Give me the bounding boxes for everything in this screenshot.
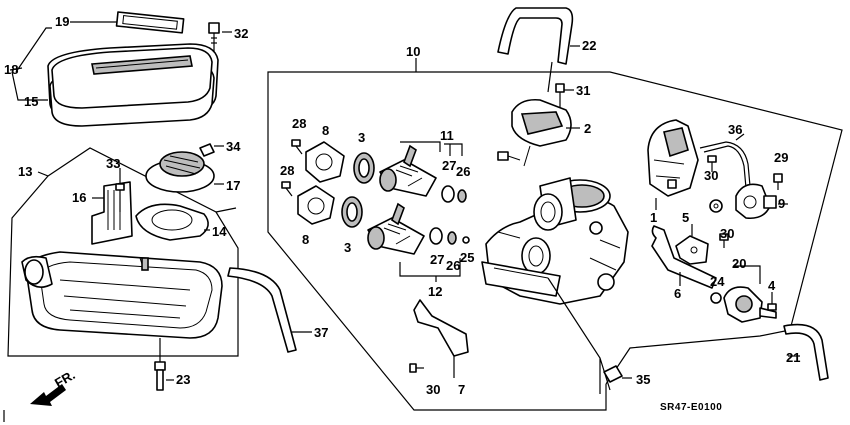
callout-9: 9 [778, 196, 785, 211]
callout-35: 35 [636, 372, 650, 387]
callout-22: 22 [582, 38, 596, 53]
callout-8b: 8 [302, 232, 309, 247]
callout-29: 29 [774, 150, 788, 165]
callout-23: 23 [176, 372, 190, 387]
diagram-code: SR47-E0100 [660, 402, 722, 413]
callout-10: 10 [406, 44, 420, 59]
callout-18: 18 [4, 62, 18, 77]
callout-21: 21 [786, 350, 800, 365]
callout-24: 24 [710, 274, 725, 289]
callout-7: 7 [458, 382, 465, 397]
callout-31: 31 [576, 83, 590, 98]
callout-30b: 30 [704, 168, 718, 183]
callout-5: 5 [682, 210, 689, 225]
air-cleaner-case [7, 143, 312, 391]
callout-20: 20 [732, 256, 746, 271]
callout-36: 36 [728, 122, 742, 137]
callout-26a: 26 [456, 164, 470, 179]
callout-28b: 28 [280, 163, 294, 178]
callout-27b: 27 [430, 252, 444, 267]
callout-32: 32 [234, 26, 248, 41]
callout-37: 37 [314, 325, 328, 340]
callout-8a: 8 [322, 123, 329, 138]
callout-30a: 30 [426, 382, 440, 397]
callout-1: 1 [650, 210, 657, 225]
callout-33: 33 [106, 156, 120, 171]
callout-15: 15 [24, 94, 38, 109]
callout-26b: 26 [446, 258, 460, 273]
callout-27a: 27 [442, 158, 456, 173]
callout-2: 2 [584, 121, 591, 136]
front-direction-arrow: FR. [30, 367, 78, 406]
callout-labels: 19 32 18 15 13 34 33 17 16 14 37 23 10 2… [4, 14, 800, 397]
callout-13: 13 [18, 164, 32, 179]
air-cleaner-cover [9, 11, 232, 127]
front-label: FR. [52, 367, 78, 390]
throttle-body-assembly [267, 7, 843, 411]
callout-3a: 3 [358, 130, 365, 145]
sensor-group [647, 119, 829, 381]
callout-34: 34 [226, 139, 241, 154]
callout-30c: 30 [720, 226, 734, 241]
callout-6: 6 [674, 286, 681, 301]
callout-25: 25 [460, 250, 474, 265]
callout-28a: 28 [292, 116, 306, 131]
callout-11: 11 [440, 128, 454, 143]
callout-16: 16 [72, 190, 86, 205]
callout-19: 19 [55, 14, 69, 29]
callout-14: 14 [212, 224, 227, 239]
callout-3b: 3 [344, 240, 351, 255]
callout-4: 4 [768, 278, 776, 293]
callout-17: 17 [226, 178, 240, 193]
callout-12: 12 [428, 284, 442, 299]
